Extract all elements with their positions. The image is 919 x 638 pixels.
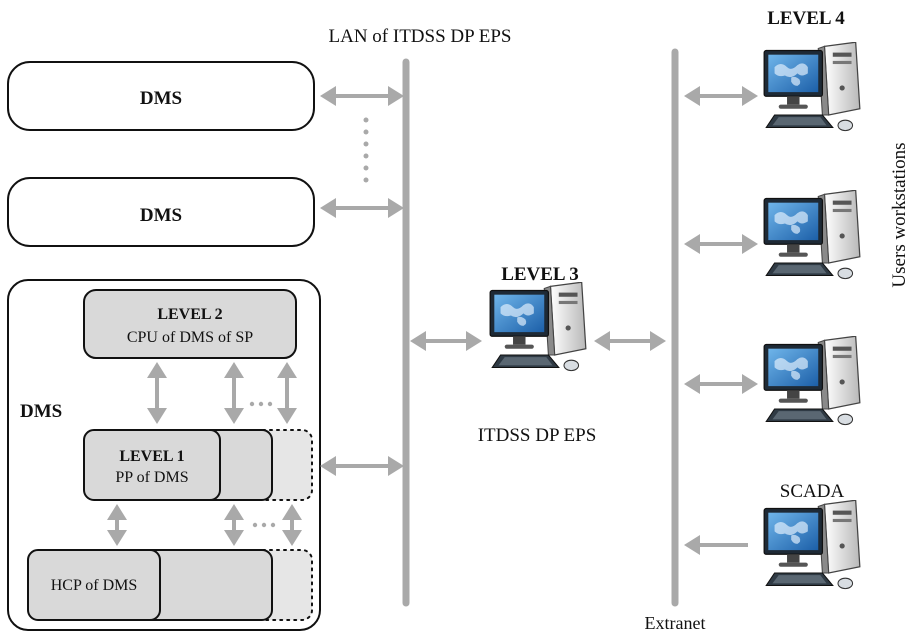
dms-block-2: DMS [7, 177, 315, 247]
arrow-dms2-lan [320, 198, 404, 218]
scada-label: SCADA [780, 481, 845, 502]
computer-icon [763, 42, 861, 132]
arrow-extranet-ws1 [684, 86, 758, 106]
arrow-level1-hcp-c [282, 504, 302, 546]
lan-title: LAN of ITDSS DP EPS [329, 26, 512, 47]
dms-block-1: DMS [7, 61, 315, 131]
level3-label: LEVEL 3 [501, 264, 579, 285]
dms-detail-block: DMS LEVEL 2 CPU of DMS of SP LEVEL 1 PP … [7, 279, 321, 631]
arrow-lan-level3 [410, 331, 482, 351]
arrow-level1-hcp [107, 504, 127, 546]
computer-icon [763, 190, 861, 280]
level-dots-lower [252, 522, 276, 528]
computer-icon [763, 336, 861, 426]
computer-icon [763, 500, 861, 590]
level1-subtitle: PP of DMS [115, 469, 188, 486]
level1-box [83, 429, 221, 501]
extranet-label: Extranet [645, 613, 706, 633]
level2-box [83, 289, 297, 359]
arrow-level1-hcp-b [224, 504, 244, 546]
arrow-dms1-lan [320, 86, 404, 106]
arrow-extranet-ws3 [684, 374, 758, 394]
users-workstations-label: Users workstations [889, 142, 910, 287]
level1-title: LEVEL 1 [119, 448, 184, 465]
arrow-scada-extranet [684, 535, 748, 555]
computer-icon [489, 282, 587, 372]
level4-label: LEVEL 4 [767, 8, 845, 29]
dms-detail-label: DMS [20, 401, 62, 422]
dms-block-2-label: DMS [140, 205, 182, 226]
hcp-box [27, 549, 161, 621]
level2-subtitle: CPU of DMS of SP [127, 329, 253, 346]
arrow-level2-level1-c [277, 362, 297, 424]
dms-block-1-label: DMS [140, 88, 182, 109]
arrow-level3-extranet [594, 331, 666, 351]
dms-ellipsis-dots [363, 117, 369, 183]
level-dots-upper [249, 401, 273, 407]
hcp-label: HCP of DMS [51, 577, 138, 594]
arrow-level2-level1-b [224, 362, 244, 424]
level2-title: LEVEL 2 [157, 306, 222, 323]
arrow-dms3-lan [320, 456, 404, 476]
arrow-extranet-ws2 [684, 234, 758, 254]
itdss-label: ITDSS DP EPS [478, 425, 597, 446]
arrow-level2-level1 [147, 362, 167, 424]
